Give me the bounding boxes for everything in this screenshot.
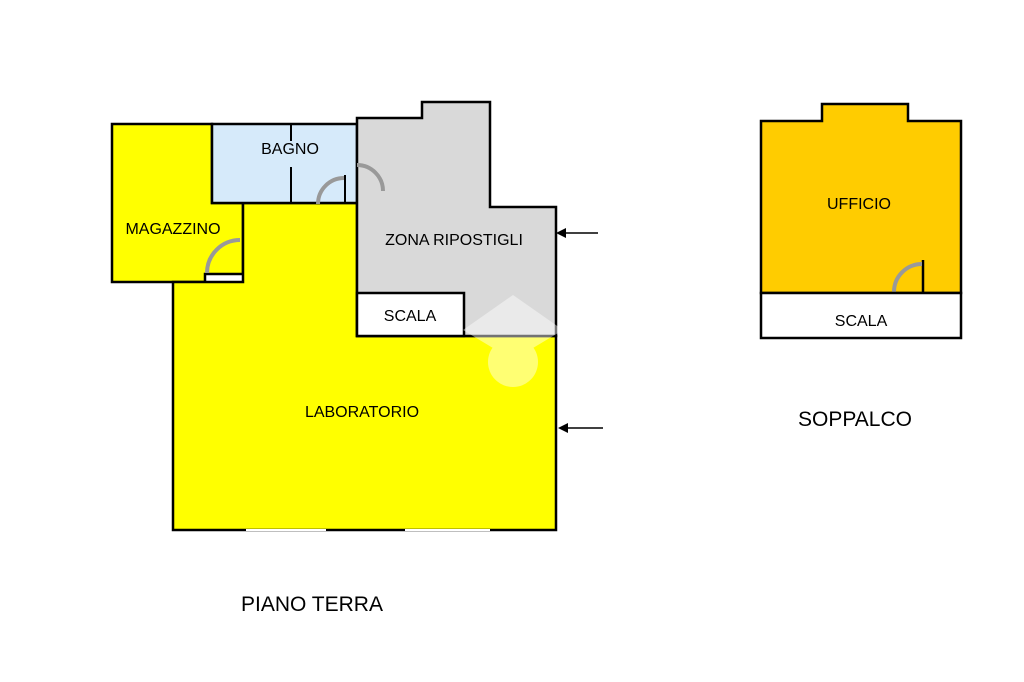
label-zona-ripostigli: ZONA RIPOSTIGLI xyxy=(385,232,523,249)
label-magazzino: MAGAZZINO xyxy=(125,221,220,238)
label-scala-ground: SCALA xyxy=(384,308,437,325)
room-scala-ground xyxy=(355,291,466,338)
mezzanine-plan: UFFICIO SCALA SOPPALCO xyxy=(759,102,963,431)
room-scala-mezzanine xyxy=(759,291,963,340)
ground-floor-plan: MAGAZZINO BAGNO ZONA RIPOSTIGLI SCALA LA… xyxy=(110,100,603,616)
entrance-arrow-icon xyxy=(558,423,603,433)
door-arc-ripostigli xyxy=(356,163,385,192)
label-ufficio: UFFICIO xyxy=(827,196,891,213)
label-laboratorio: LABORATORIO xyxy=(305,404,419,421)
room-bagno xyxy=(210,122,359,205)
floor-title-soppalco: SOPPALCO xyxy=(798,408,912,431)
label-bagno: BAGNO xyxy=(261,141,319,158)
door-arc-bagno xyxy=(316,176,345,205)
door-arc-ufficio xyxy=(892,262,923,293)
door-arc-magazzino xyxy=(205,238,241,274)
label-scala-mezzanine: SCALA xyxy=(835,313,888,330)
entrance-arrow-icon xyxy=(556,228,598,238)
watermark-logo xyxy=(463,295,563,387)
floor-title-piano-terra: PIANO TERRA xyxy=(241,593,383,616)
